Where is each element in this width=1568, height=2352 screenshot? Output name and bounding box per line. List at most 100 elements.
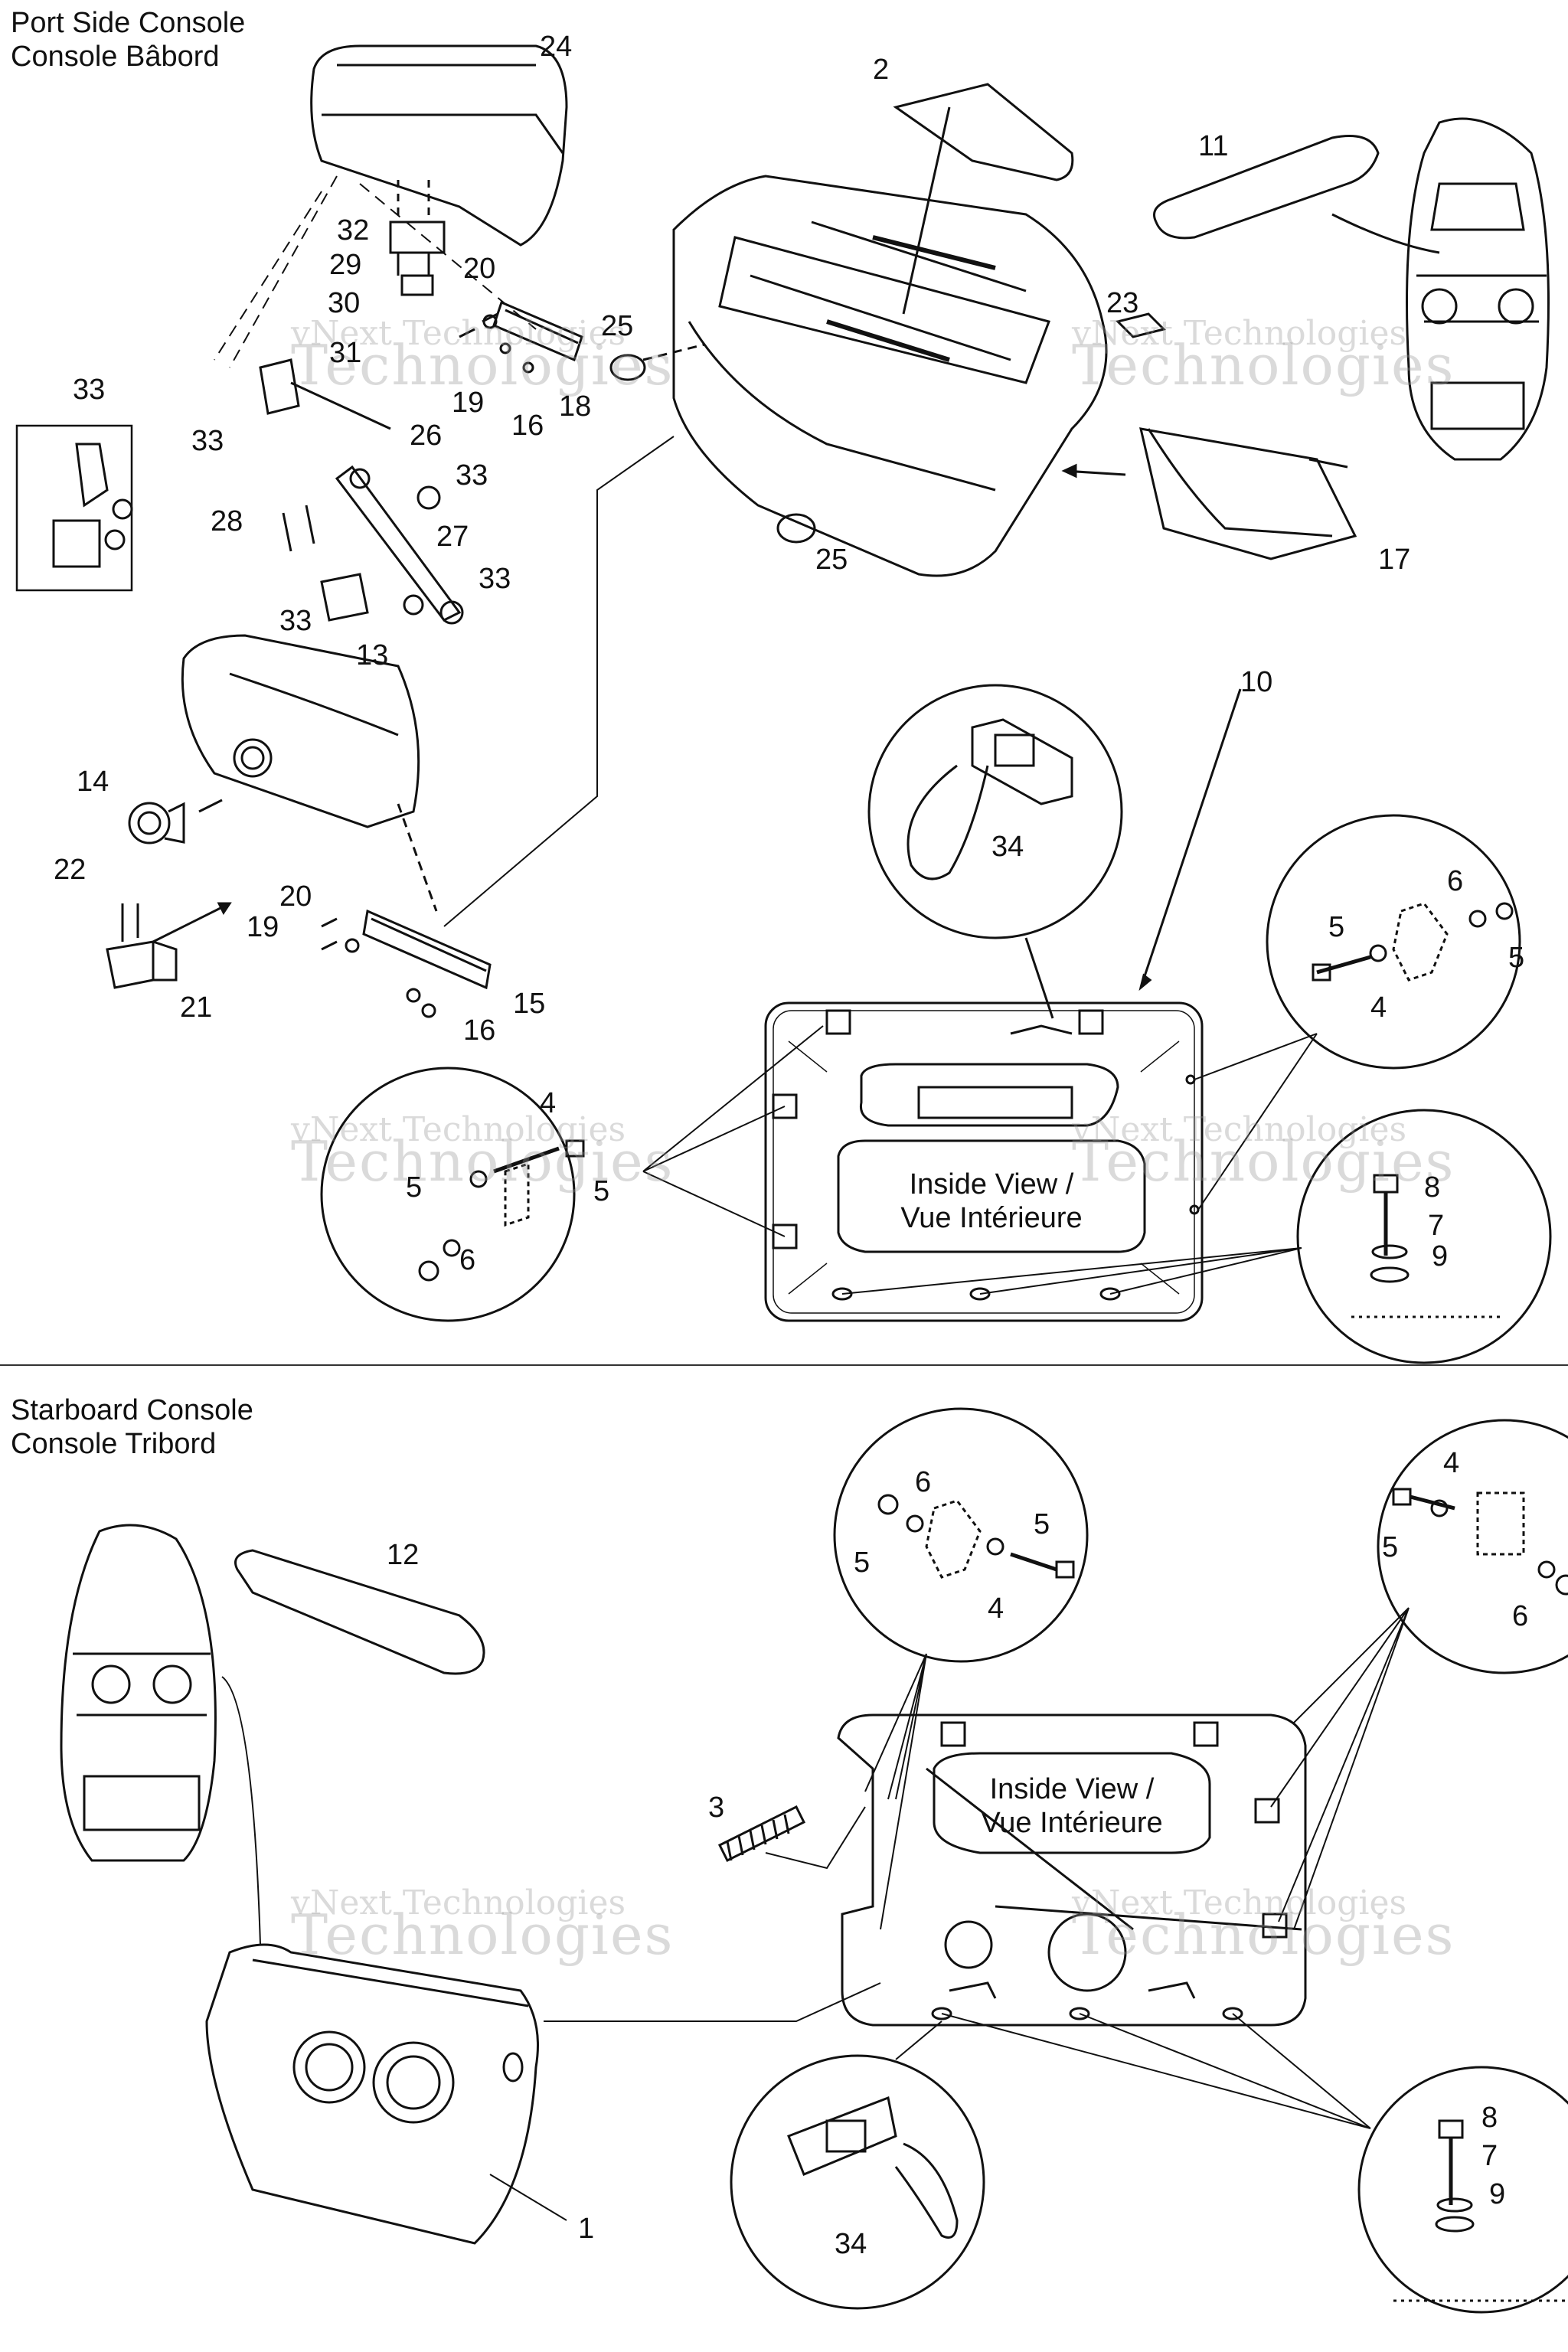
bolt-assembly-port-left: [418, 1139, 585, 1282]
port-bottom-leaders: [841, 1247, 1302, 1295]
callout-16-upper: 16: [511, 410, 544, 442]
callout-23: 23: [1106, 287, 1139, 319]
leader-34-port: [1024, 937, 1054, 1019]
callout-9-port: 9: [1432, 1240, 1449, 1272]
callout-34-port: 34: [991, 831, 1024, 863]
bracket-part-21: [106, 903, 178, 989]
callout-1: 1: [578, 2213, 595, 2245]
callout-6-stb-left: 6: [915, 1466, 932, 1498]
starboard-body-leader: [544, 1982, 881, 2022]
starboard-console-body-part-1: [205, 1943, 539, 2245]
section-divider: [0, 1364, 1568, 1366]
leader-2: [902, 106, 951, 315]
backrest-dash-lines: [397, 180, 430, 222]
callout-30: 30: [328, 287, 361, 319]
starboard-34-leader: [895, 2020, 942, 2060]
port-console-title: Port Side Console Console Bâbord: [11, 6, 245, 74]
hinge-part-15: [362, 909, 492, 990]
starboard-console-title: Starboard Console Console Tribord: [11, 1393, 253, 1461]
callout-21: 21: [180, 991, 213, 1024]
starboard-right-leaders: [1270, 1607, 1410, 1930]
callout-12: 12: [387, 1539, 420, 1571]
pad-part-12: [234, 1549, 485, 1675]
callout-6-port-left: 6: [459, 1244, 476, 1276]
bolt-assembly-starboard-right: [1392, 1488, 1568, 1596]
callout-7-port: 7: [1428, 1210, 1445, 1242]
callout-15: 15: [513, 988, 546, 1020]
starboard-inside-view-label: Inside View / Vue Intérieure: [981, 1773, 1163, 1839]
clip-part-23: [1116, 312, 1166, 338]
nut-caps-part-33: [320, 485, 464, 625]
callout-29: 29: [329, 249, 362, 281]
callout-5-port-right-b: 5: [1508, 942, 1525, 974]
screws-19: [321, 917, 338, 951]
callout-5-stb-left-b: 5: [1034, 1508, 1050, 1540]
callout-25-a: 25: [601, 310, 634, 342]
callout-4-port-right: 4: [1370, 991, 1387, 1024]
callout-10: 10: [1240, 666, 1273, 698]
storage-bin-part-17: [1139, 427, 1357, 560]
watercraft-top-view-starboard: [60, 1524, 217, 1862]
callout-20-lower: 20: [279, 880, 312, 913]
callout-6-stb-right: 6: [1512, 1600, 1529, 1632]
starboard-bottom-leaders: [941, 2013, 1371, 2129]
screw-16-a: [406, 988, 421, 1003]
screw-set-upper: [459, 312, 534, 374]
bolt-washer-stack-port: [1351, 1174, 1501, 1318]
port-console-vents: [826, 235, 996, 362]
starboard-upper-left-leaders: [864, 1653, 927, 1930]
detail-circle-4-5-6-starboard-left: [833, 1407, 1089, 1663]
callout-20-upper: 20: [463, 253, 496, 285]
callout-14: 14: [77, 766, 109, 798]
leader-3: [765, 1806, 866, 1870]
hinge-plate-part-33-detail: [15, 424, 133, 592]
backrest-part-24: [310, 44, 568, 247]
callout-5-stb-right: 5: [1382, 1531, 1399, 1563]
backrest-guide-lines: [214, 175, 537, 368]
detail-circle-34-port: [867, 684, 1123, 939]
callout-19-lower: 19: [247, 911, 279, 943]
callout-2: 2: [873, 54, 890, 86]
callout-19-upper: 19: [452, 387, 485, 419]
lid-guide: [397, 803, 438, 912]
starboard-pad-leader: [221, 1676, 261, 1945]
callout-24: 24: [540, 31, 573, 63]
hinge-part-18: [492, 300, 583, 362]
cap-part-25-a: [609, 354, 646, 381]
callout-33-bottom: 33: [279, 605, 312, 637]
callout-5-port-right-a: 5: [1328, 911, 1345, 943]
callout-33-right: 33: [479, 563, 511, 595]
pad-part-11: [1153, 135, 1380, 240]
callout-33-detail: 33: [73, 374, 106, 406]
callout-34-stb: 34: [835, 2228, 867, 2260]
port-left-leaders: [642, 1025, 824, 1237]
leader-10: [1139, 688, 1242, 988]
callout-6-port-right: 6: [1447, 865, 1464, 897]
rivets-part-28: [282, 505, 315, 552]
spring-part-3: [717, 1805, 806, 1863]
backrest-bracket-part-32: [389, 220, 446, 296]
callout-5-port-left-a: 5: [406, 1171, 423, 1204]
callout-5-port-left-b: 5: [593, 1175, 610, 1207]
detail-circle-7-8-9-port: [1296, 1109, 1552, 1364]
detail-circle-7-8-9-starboard: [1357, 2066, 1568, 2314]
callout-8-stb: 8: [1481, 2102, 1498, 2134]
callout-4-stb-left: 4: [988, 1592, 1004, 1625]
callout-31: 31: [329, 337, 362, 369]
bolt-washer-stack-starboard: [1393, 2119, 1566, 2302]
cable-tie-34-port: [906, 718, 1073, 880]
bolt-assembly-port-right: [1312, 902, 1514, 982]
cable-tie-34-starboard: [787, 2096, 959, 2239]
callout-11: 11: [1198, 130, 1229, 162]
detail-circle-4-5-6-port-left: [320, 1067, 576, 1322]
callout-33-left: 33: [191, 425, 224, 457]
detail-circle-4-5-6-port: [1266, 814, 1521, 1070]
detail-circle-34-starboard: [730, 2054, 985, 2310]
callout-16-lower: 16: [463, 1014, 496, 1047]
port-console-body-part-10: [672, 175, 1108, 577]
cover-part-2: [893, 83, 1074, 181]
